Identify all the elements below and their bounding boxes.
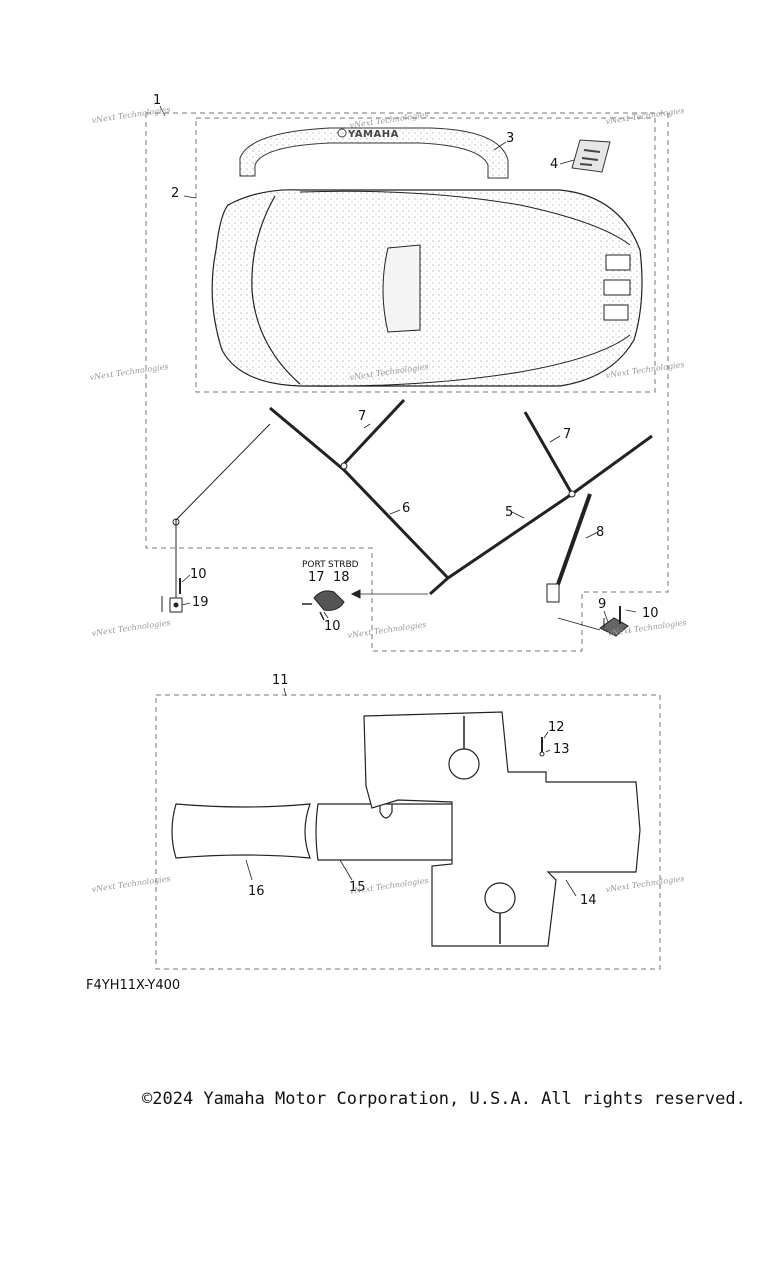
cover-strap: YAMAHA (239, 127, 509, 179)
callout-11: 11 (272, 673, 289, 688)
strbd-label: STRBD (328, 560, 359, 570)
yamaha-logo-text: YAMAHA (347, 129, 399, 140)
diagram-code: F4YH11X-Y400 (86, 978, 181, 993)
callout-1: 1 (153, 93, 161, 108)
pole-7-right (523, 411, 574, 495)
port-strbd-bracket (302, 590, 345, 621)
watermark: vNext Technologies (605, 106, 685, 126)
callout-14: 14 (580, 893, 597, 908)
callout-2: 2 (171, 186, 179, 201)
callout-18: 18 (333, 570, 350, 585)
cover-outline-dashed (195, 117, 656, 393)
copyright-notice: ©2024 Yamaha Motor Corporation, U.S.A. A… (142, 1089, 746, 1109)
mat-14 (363, 711, 641, 947)
callout-7-right: 7 (563, 427, 571, 442)
mat-14-hole-bottom (484, 882, 516, 914)
callout-10-center: 10 (324, 619, 341, 634)
callout-10-right: 10 (642, 606, 659, 621)
right-bracket (599, 606, 629, 637)
watermark: vNext Technologies (89, 362, 169, 382)
callout-10-left: 10 (190, 567, 207, 582)
leader-lines (159, 105, 637, 897)
port-label: PORT (302, 560, 326, 570)
support-pole-assembly (172, 398, 653, 631)
callout-6: 6 (402, 501, 410, 516)
callout-16: 16 (248, 884, 265, 899)
callout-19: 19 (192, 595, 209, 610)
watermark: vNext Technologies (349, 876, 429, 896)
decal-tag (571, 139, 611, 173)
mat-14-hole-top (448, 748, 480, 780)
screw-washer-12-13 (539, 737, 545, 757)
callout-5: 5 (505, 505, 513, 520)
callout-4: 4 (550, 157, 558, 172)
mat-kit-outline-dashed (155, 694, 661, 970)
watermark: vNext Technologies (91, 618, 171, 638)
watermark: vNext Technologies (605, 874, 685, 894)
pole-7-left (342, 398, 406, 466)
watermark: vNext Technologies (347, 620, 427, 640)
watermark: vNext Technologies (91, 874, 171, 894)
mat-16 (171, 803, 311, 859)
left-bracket (161, 578, 183, 613)
callout-9: 9 (598, 597, 606, 612)
callout-13: 13 (553, 742, 570, 757)
kit-outline-dashed (145, 112, 669, 652)
callout-numbers: 1 2 3 4 7 7 6 5 8 10 19 PORT STRBD 17 18… (153, 93, 659, 908)
callout-12: 12 (548, 720, 565, 735)
pole-6 (269, 406, 450, 580)
mat-15 (315, 803, 463, 861)
watermark: vNext Technologies (605, 360, 685, 380)
watermark: vNext Technologies (91, 105, 171, 125)
callout-17: 17 (308, 570, 325, 585)
pole-8 (554, 493, 592, 591)
watercraft-cover (211, 189, 643, 387)
guy-line (175, 423, 271, 600)
callout-3: 3 (506, 131, 514, 146)
callout-15: 15 (349, 880, 366, 895)
callout-8: 8 (596, 525, 604, 540)
watermark: vNext Technologies (349, 110, 429, 130)
callout-7-left: 7 (358, 409, 366, 424)
yamaha-emblem-icon (337, 128, 347, 138)
